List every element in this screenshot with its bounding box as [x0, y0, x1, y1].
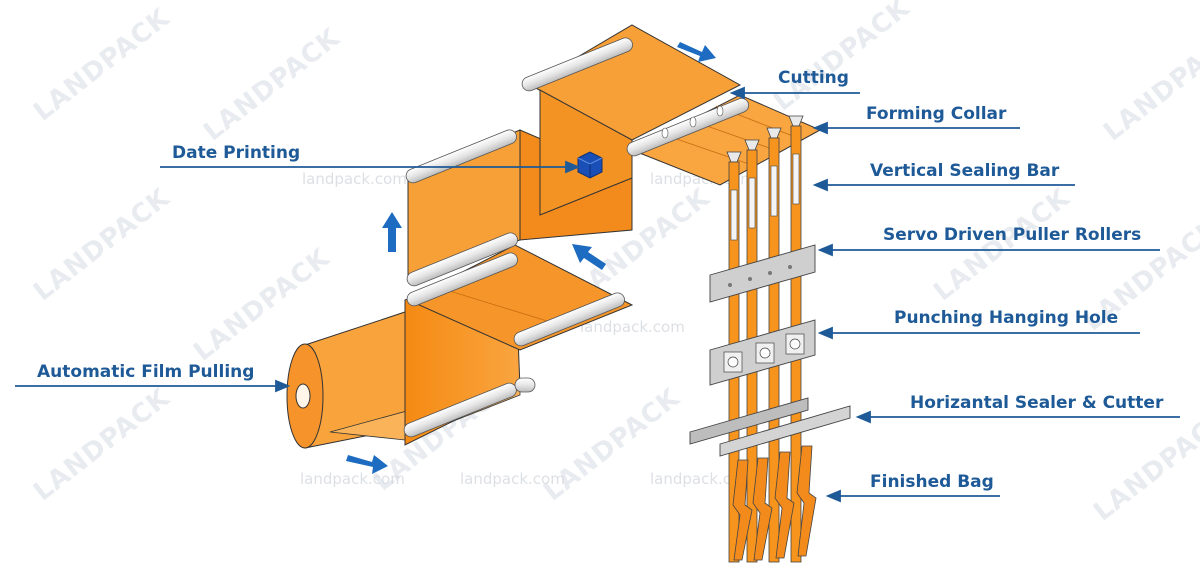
label-auto-film-pulling: Automatic Film Pulling: [37, 362, 255, 382]
label-date-printing: Date Printing: [172, 143, 301, 163]
label-cutting: Cutting: [778, 68, 849, 88]
flow-arrow-icon: [572, 244, 606, 270]
roller: [406, 232, 518, 287]
leader-line-forming-collar: [812, 121, 1020, 135]
leader-line-vertical-sealing-bar: [812, 178, 1075, 192]
leader-lines: [15, 86, 1180, 503]
leader-line-punching-hole: [817, 326, 1140, 340]
watermark-site: landpack.com: [580, 318, 685, 336]
servo-puller-plate: [709, 244, 816, 303]
label-forming-collar: Forming Collar: [866, 104, 1007, 124]
rollers: [403, 37, 750, 438]
flow-arrow-icon: [382, 212, 402, 252]
film-path: [286, 24, 822, 449]
flow-arrow-icon: [677, 42, 716, 62]
leader-line-date-printing: [160, 160, 581, 174]
leader-line-cutting: [729, 86, 860, 100]
horizontal-sealer-jaws: [689, 397, 851, 457]
roller: [513, 292, 625, 347]
label-finished-bag: Finished Bag: [870, 472, 994, 492]
roller: [626, 98, 750, 157]
label-vertical-sealing-bar: Vertical Sealing Bar: [870, 161, 1060, 181]
flow-arrows: [346, 42, 716, 474]
roller: [521, 37, 633, 92]
finished-bags: [732, 445, 817, 561]
watermark-site: landpack.com: [300, 470, 405, 488]
roller: [514, 377, 536, 393]
leader-line-finished-bag: [825, 489, 1000, 503]
label-servo-rollers: Servo Driven Puller Rollers: [883, 225, 1142, 245]
flow-arrow-icon: [346, 455, 388, 474]
leader-line-horizontal-sealer: [855, 410, 1180, 424]
roller: [406, 252, 518, 307]
watermark-site: landpack.com: [460, 470, 565, 488]
leader-line-auto-film-pulling: [15, 379, 291, 393]
date-printer-cube: [577, 151, 603, 179]
label-punching-hole: Punching Hanging Hole: [894, 308, 1119, 328]
leader-line-servo-rollers: [817, 243, 1160, 257]
roller: [405, 129, 517, 184]
vertical-sealing-bars: [730, 153, 800, 241]
watermark-site: landpack.com: [302, 170, 407, 188]
punching-plate: [709, 319, 816, 386]
label-horizontal-sealer: Horizantal Sealer & Cutter: [910, 393, 1164, 413]
